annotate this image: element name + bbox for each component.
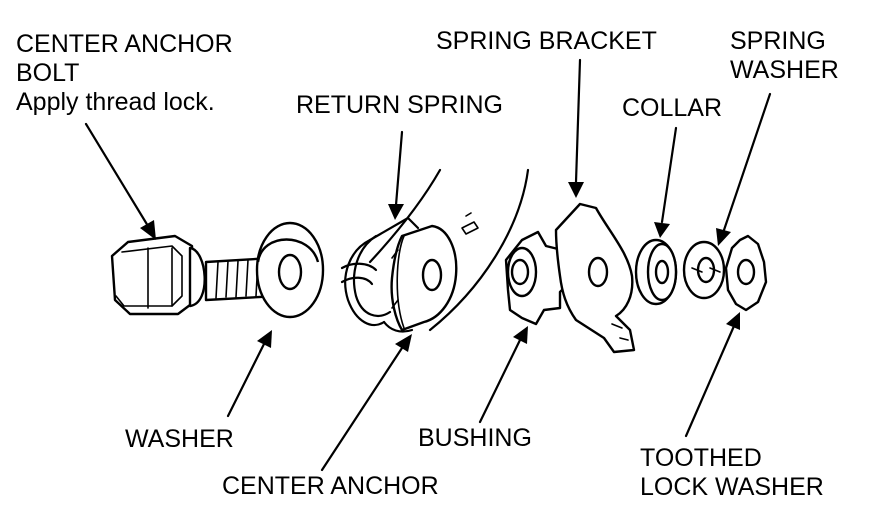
spring-bracket	[554, 202, 636, 354]
toothed-lock-washer	[724, 234, 768, 312]
label-bushing: BUSHING	[418, 424, 532, 452]
label-spring-washer-line1: SPRING	[730, 27, 826, 55]
label-toothed-lock-washer: TOOTHED LOCK WASHER	[640, 444, 824, 502]
bushing	[504, 230, 574, 326]
label-center-anchor-bolt-note: Apply thread lock.	[16, 88, 215, 116]
label-center-anchor-bolt: CENTER ANCHOR BOLT Apply thread lock.	[16, 30, 233, 117]
return-spring	[340, 216, 420, 333]
label-center-anchor-bolt-line2: BOLT	[16, 59, 80, 87]
label-center-anchor-bolt-line1: CENTER ANCHOR	[16, 30, 233, 58]
label-spring-washer-line2: WASHER	[730, 56, 839, 84]
label-washer: WASHER	[125, 425, 234, 453]
spring-washer	[682, 240, 726, 300]
label-collar: COLLAR	[622, 94, 723, 122]
label-spring-washer: SPRING WASHER	[730, 27, 839, 85]
collar	[634, 238, 678, 306]
center-anchor-part	[390, 224, 458, 332]
label-spring-bracket: SPRING BRACKET	[436, 27, 657, 55]
washer	[255, 221, 325, 319]
label-center-anchor: CENTER ANCHOR	[222, 472, 439, 500]
label-toothed-lock-washer-line1: TOOTHED	[640, 444, 762, 472]
label-toothed-lock-washer-line2: LOCK WASHER	[640, 473, 824, 501]
center-anchor-bolt	[110, 234, 280, 316]
label-return-spring: RETURN SPRING	[296, 91, 503, 119]
leader-lines	[84, 58, 772, 472]
